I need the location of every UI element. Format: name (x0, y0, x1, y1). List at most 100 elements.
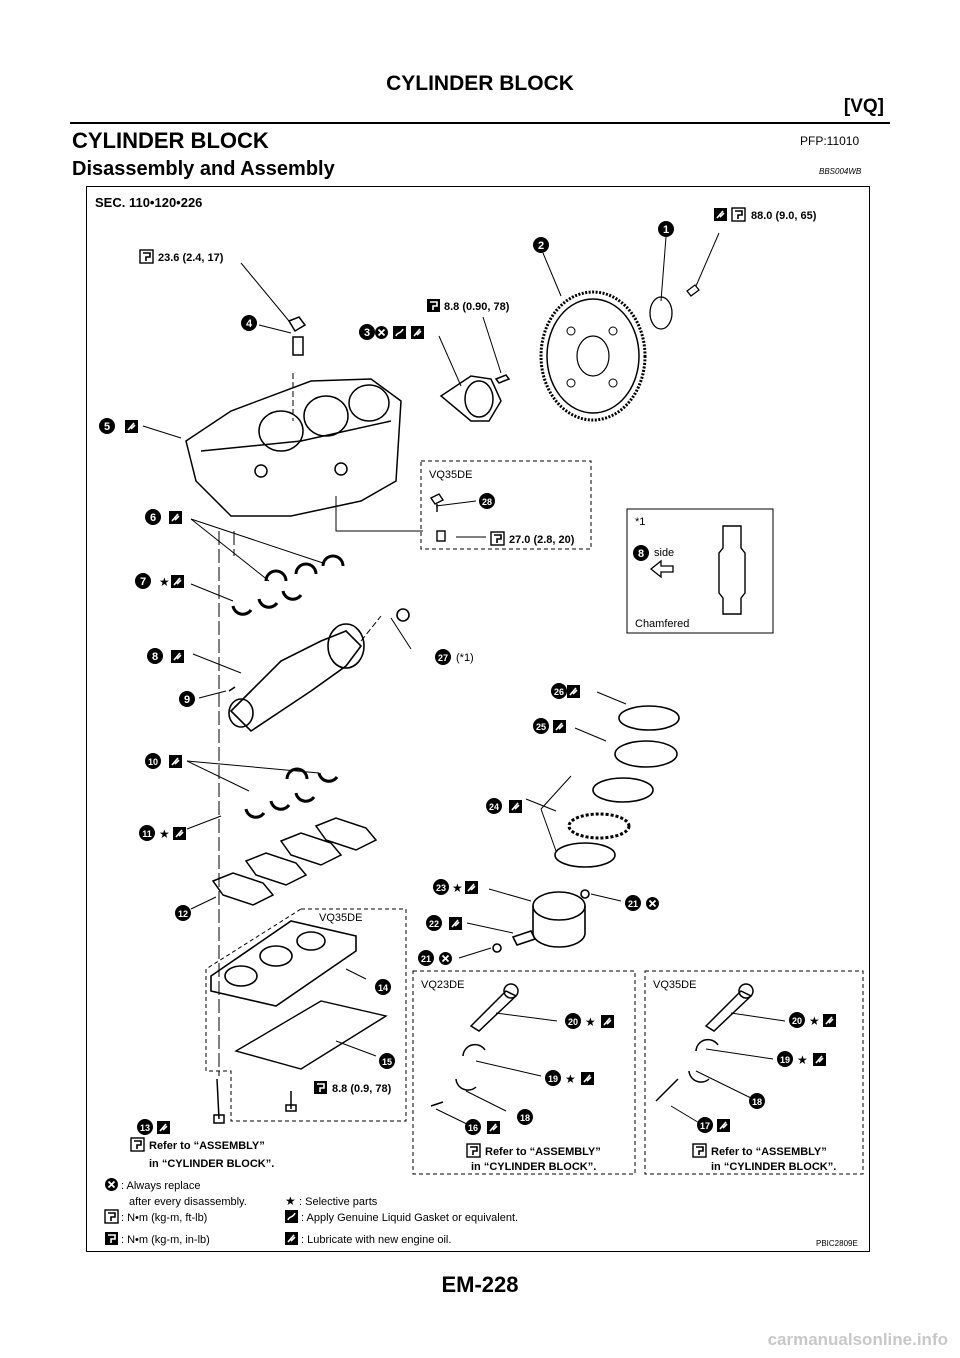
torque-in-icon (313, 1080, 328, 1095)
svg-text:14: 14 (378, 983, 388, 993)
callout-23: 23 (433, 879, 449, 895)
refer-assembly-right: Refer to “ASSEMBLY” in “CYLINDER BLOCK”. (692, 1143, 836, 1173)
svg-text:: Selective parts: : Selective parts (299, 1196, 378, 1208)
svg-text:in “CYLINDER BLOCK”.: in “CYLINDER BLOCK”. (711, 1161, 836, 1173)
svg-text:7: 7 (140, 576, 146, 588)
page-header-title: CYLINDER BLOCK (386, 72, 574, 95)
svg-text:20: 20 (568, 1017, 578, 1027)
svg-text:23: 23 (436, 883, 446, 893)
ref-27-note: (*1) (456, 652, 474, 664)
thrust-washer-detail (718, 525, 746, 615)
oil-icon (284, 1231, 299, 1246)
svg-text:after every disassembly.: after every disassembly. (129, 1196, 247, 1208)
engine-tag: [VQ] (843, 96, 884, 117)
svg-text:: Always replace: : Always replace (121, 1180, 200, 1192)
svg-text:18: 18 (752, 1097, 762, 1107)
piston-rings (554, 705, 680, 868)
svg-text:25: 25 (536, 722, 546, 732)
svg-text:3: 3 (364, 327, 370, 339)
torque-bracket: 23.6 (2.4, 17) (158, 252, 224, 264)
svg-text:28: 28 (482, 497, 492, 507)
callout-12: 12 (175, 905, 191, 921)
upper-main-bearings (231, 554, 345, 616)
bed-plate-bolt (213, 1078, 297, 1124)
svg-text:21: 21 (421, 954, 431, 964)
callout-1: 1 (658, 221, 674, 237)
svg-text:22: 22 (429, 919, 439, 929)
callout-24: 24 (486, 798, 502, 814)
main-bearing-caps (211, 817, 378, 906)
watermark: carmanualsonline.info (767, 1330, 948, 1349)
svg-text:1: 1 (663, 224, 669, 236)
drive-plate (539, 284, 700, 422)
callout-16: 16 (465, 1119, 481, 1135)
vq23de-label: VQ23DE (421, 979, 464, 991)
svg-text:21: 21 (628, 899, 638, 909)
svg-text:Refer to “ASSEMBLY”: Refer to “ASSEMBLY” (711, 1146, 827, 1158)
callout-18-vq35: 18 (749, 1093, 765, 1109)
oil-jet (429, 493, 446, 542)
callout-3: 3 (359, 324, 375, 340)
lower-cylinder-block (210, 920, 357, 1007)
torque-retainer: 8.8 (0.90, 78) (444, 301, 510, 313)
svg-text:13: 13 (140, 1123, 150, 1133)
callout-8: 8 (147, 648, 163, 664)
callout-11: 11 (139, 825, 155, 841)
svg-text:★: ★ (159, 575, 170, 589)
svg-text:27: 27 (438, 653, 448, 663)
callout-20-vq23: 20 (565, 1013, 581, 1029)
svg-text:★: ★ (565, 1072, 576, 1086)
callout-14: 14 (375, 979, 391, 995)
sec-label: SEC. 110•120•226 (95, 195, 202, 210)
subsection-code: BBS004WB (819, 167, 862, 176)
torque-jet: 27.0 (2.8, 20) (509, 534, 575, 546)
svg-text:5: 5 (104, 421, 110, 433)
crankshaft (228, 608, 410, 733)
callout-22: 22 (426, 915, 442, 931)
replace-icon (104, 1177, 119, 1192)
svg-text:: Lubricate with new engine oi: : Lubricate with new engine oil. (301, 1234, 451, 1246)
svg-text:16: 16 (468, 1123, 478, 1133)
svg-text:: N•m (kg-m, ft-lb): : N•m (kg-m, ft-lb) (121, 1212, 207, 1224)
vq35de-conrod-label: VQ35DE (653, 979, 696, 991)
header-rule (70, 122, 890, 124)
callout-10: 10 (145, 753, 161, 769)
exploded-diagram: SEC. 110•120•226 88.0 (9.0, 65) 23.6 (2.… (95, 195, 864, 1248)
piston (492, 889, 590, 953)
leader-lines (142, 232, 786, 1127)
detail-side: side (654, 547, 674, 559)
callout-26: 26 (551, 683, 567, 699)
svg-text:26: 26 (554, 687, 564, 697)
cylinder-block (185, 316, 402, 517)
callout-28: 28 (479, 493, 495, 509)
svg-text:12: 12 (178, 909, 188, 919)
svg-text:8: 8 (638, 548, 644, 560)
connecting-rod-vq23de (430, 983, 519, 1107)
vq35de-lower-box (205, 908, 407, 1122)
svg-text:Refer to “ASSEMBLY”: Refer to “ASSEMBLY” (149, 1140, 265, 1152)
detail-chamfered: Chamfered (635, 618, 689, 630)
callout-19-vq35: 19 (777, 1051, 793, 1067)
torque-icon (490, 531, 505, 546)
vq35de-label: VQ35DE (429, 469, 472, 481)
oil-seal-retainer (439, 374, 511, 422)
torque-icon (731, 207, 746, 222)
callout-2: 2 (533, 237, 549, 253)
section-title: CYLINDER BLOCK (72, 128, 269, 153)
vq35de-conrod-box (644, 970, 864, 1175)
detail-box (626, 508, 774, 634)
connecting-rod-vq35de (655, 983, 754, 1102)
vq35de-oil-jet-box (420, 460, 592, 550)
callout-15: 15 (379, 1053, 395, 1069)
figure-frame: SEC. 110•120•226 88.0 (9.0, 65) 23.6 (2.… (86, 186, 870, 1252)
svg-text:10: 10 (148, 757, 158, 767)
svg-text:9: 9 (184, 694, 190, 706)
vq35de-lower-label: VQ35DE (319, 912, 362, 924)
detail-note: *1 (635, 516, 645, 528)
callout-18-vq23: 18 (517, 1109, 533, 1125)
subsection-title: Disassembly and Assembly (72, 158, 335, 180)
gasket-icon (284, 1209, 299, 1224)
svg-text:18: 18 (520, 1113, 530, 1123)
lower-main-bearings (244, 767, 339, 819)
callout-17: 17 (697, 1117, 713, 1133)
